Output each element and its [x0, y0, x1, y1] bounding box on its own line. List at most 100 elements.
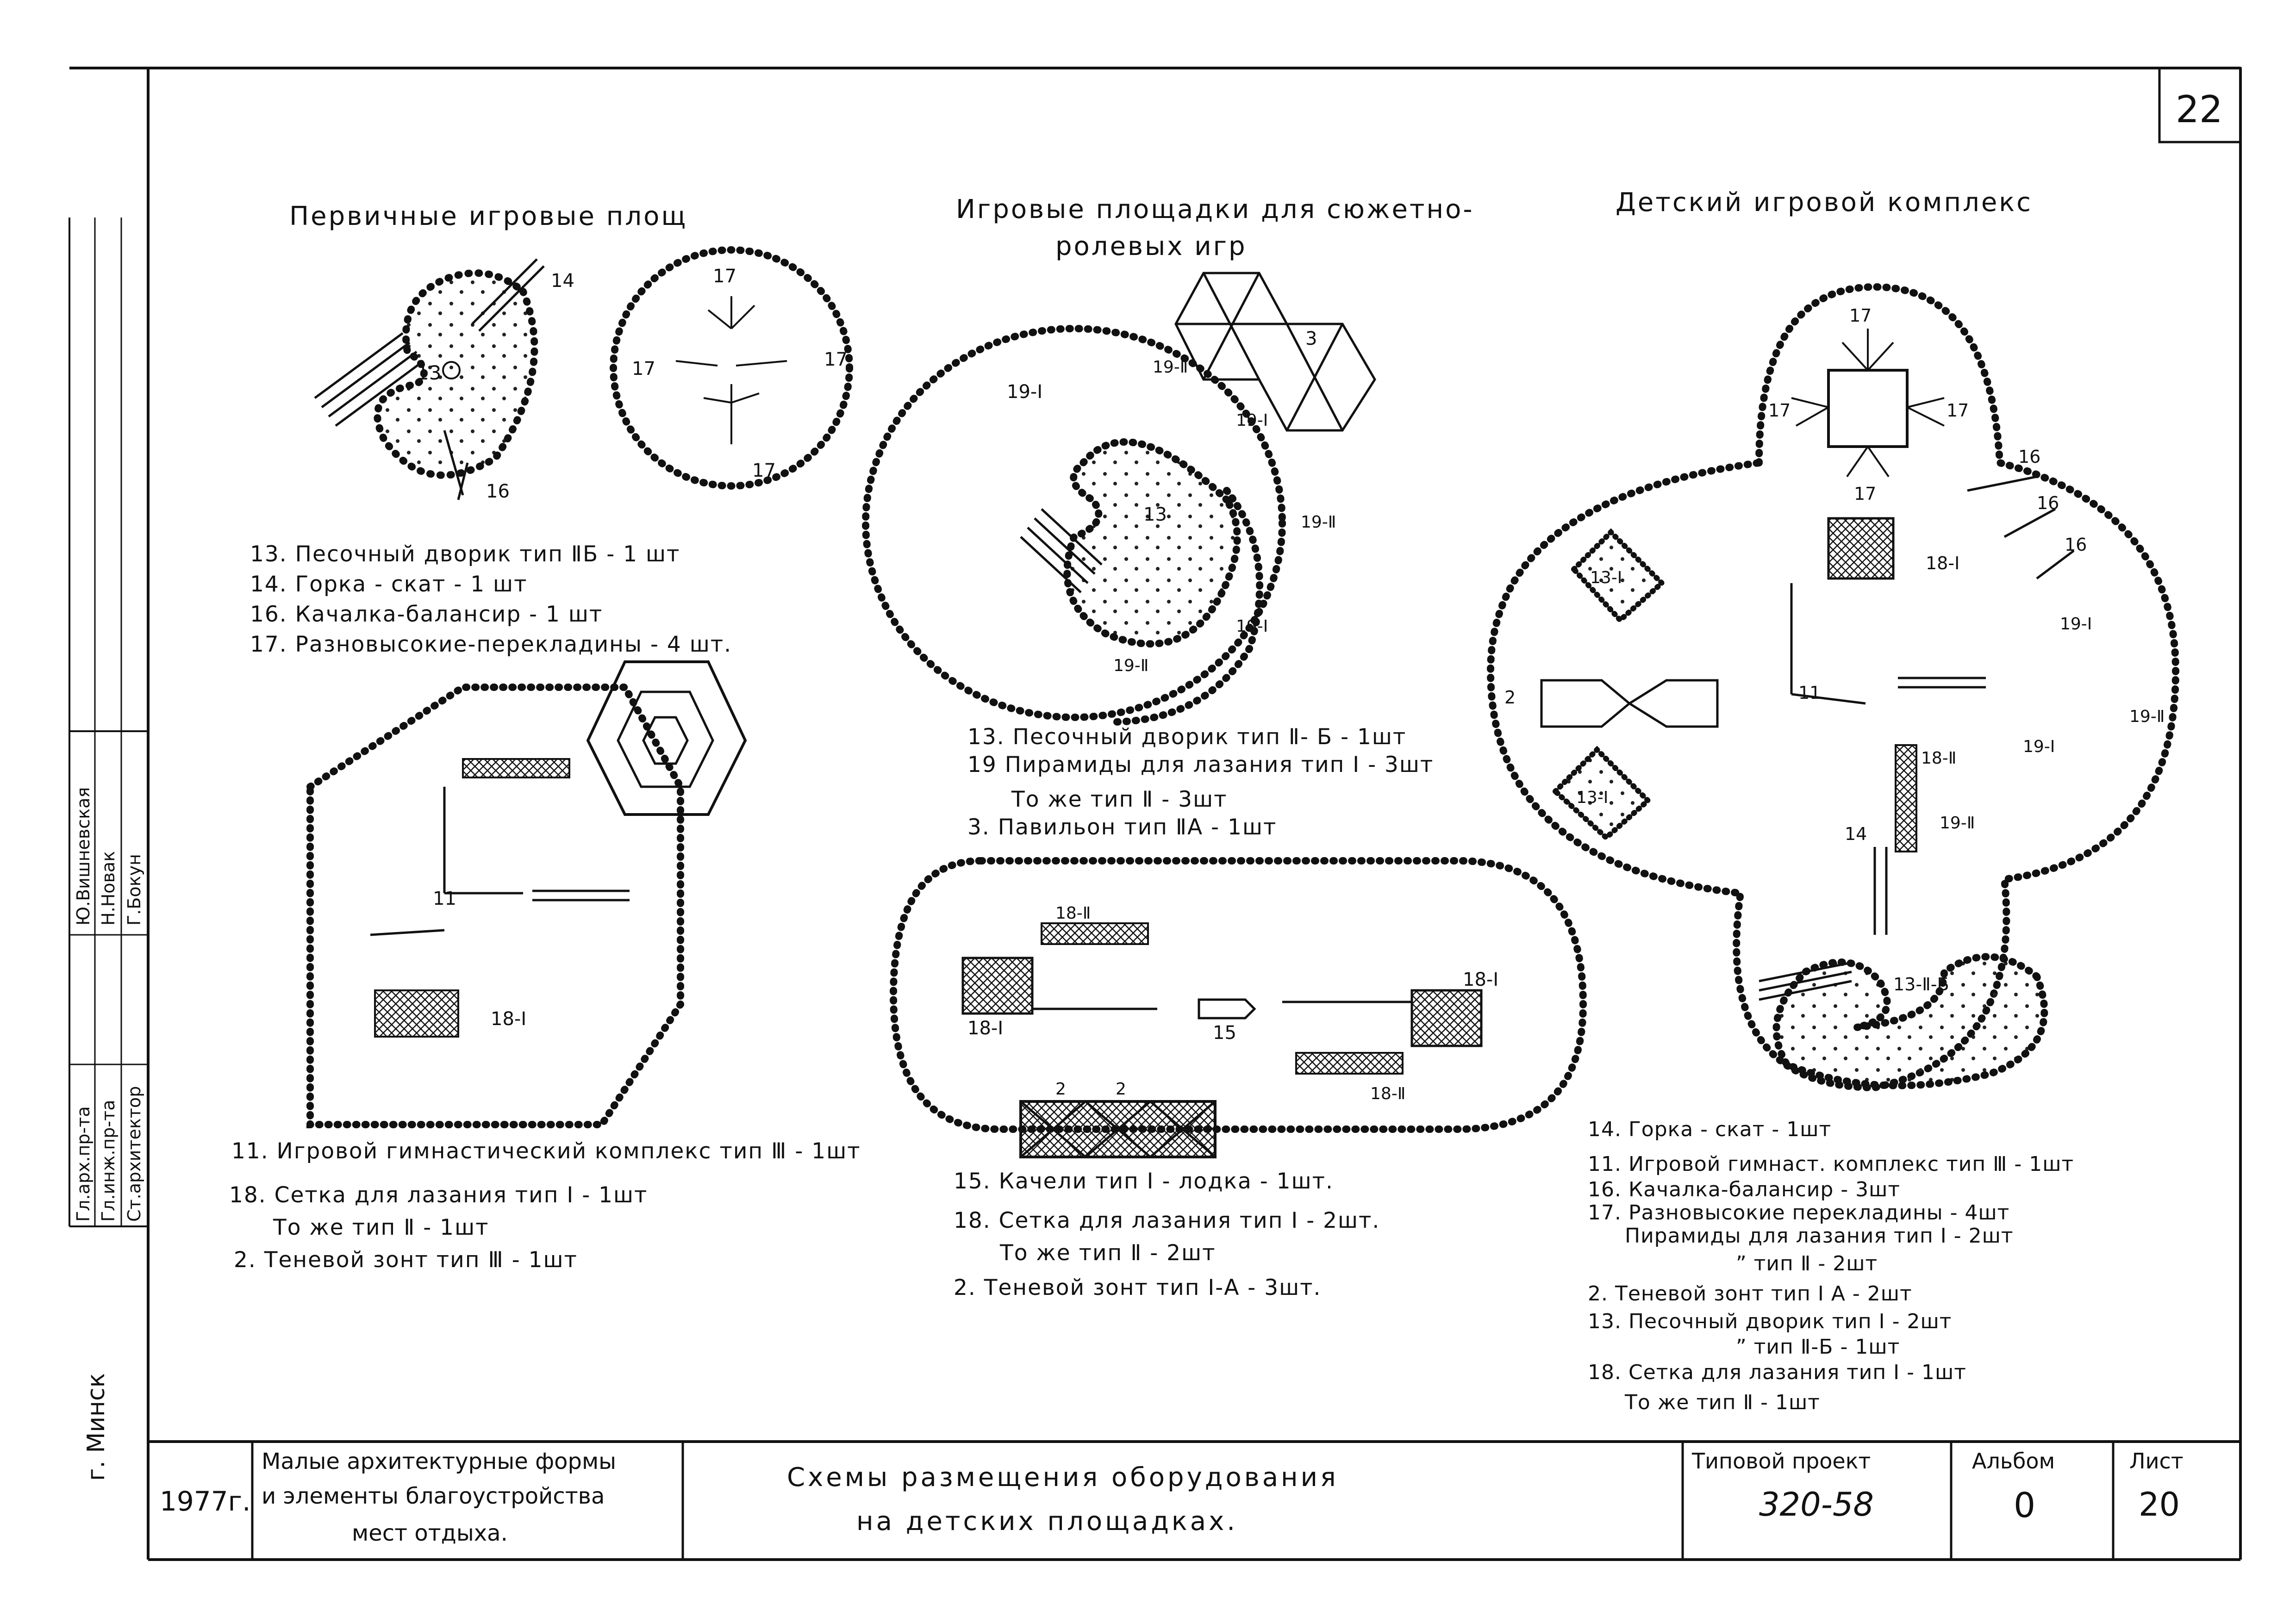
stamp-subject-2: и элементы благоустройства [262, 1483, 605, 1509]
legend-item: ” тип Ⅱ-Б - 1шт [1736, 1335, 1900, 1359]
title-primary: Первичные игровые площ [289, 201, 688, 231]
label-13-1-a: 13-I [1590, 568, 1622, 587]
stamp-title-2: на детских площадках. [856, 1506, 1238, 1536]
label-17-top: 17 [713, 266, 736, 287]
stamp-sheet-label: Лист [2129, 1449, 2184, 1474]
stamp-name-2: Н.Новак [98, 851, 119, 926]
label-18-1-a: 18-I [967, 1018, 1003, 1039]
sandbox-diagram-1: 13 14 16 [314, 258, 574, 502]
stamp-subject-1: Малые архитектурные формы [262, 1449, 617, 1474]
label-11-c: 11 [1798, 683, 1821, 703]
legend-item: 14. Горка - скат - 1 шт [250, 572, 528, 597]
stamp-signer-1: Гл.арх.пр-та [73, 1106, 94, 1222]
stamp-project-label: Типовой проект [1692, 1449, 1871, 1474]
label-15: 15 [1213, 1022, 1236, 1044]
role-play-diagram: 3 13 19-I 19-Ⅱ 19-I 19-Ⅱ 19-I 19-Ⅱ [862, 272, 1376, 726]
stamp-subject-3: мест отдыха. [352, 1520, 508, 1546]
label-19-2-d: 19-Ⅱ [2129, 707, 2165, 726]
label-16-b: 16 [2037, 493, 2059, 513]
title-role-line2: ролевых игр [1055, 231, 1247, 261]
label-17-c-left: 17 [1768, 400, 1791, 421]
label-11: 11 [433, 888, 456, 909]
label-19-1-c: 19-I [1236, 617, 1268, 636]
legend-item: 18. Сетка для лазания тип I - 1шт [229, 1182, 648, 1208]
label-17-bottom: 17 [752, 460, 776, 481]
legend-item: 17. Разновысокие-перекладины - 4 шт. [250, 632, 732, 657]
label-14-c: 14 [1845, 824, 1867, 844]
hexagon-gym-diagram: 11 18-I [306, 660, 747, 1128]
legend-item: 3. Павильон тип ⅡА - 1шт [967, 815, 1277, 840]
label-18-1-b: 18-I [1463, 969, 1498, 990]
legend-item: 14. Горка - скат - 1шт [1588, 1118, 1832, 1141]
stamp-city: г. Минск [82, 1373, 110, 1481]
label-18-2-c: 18-Ⅱ [1921, 749, 1957, 768]
label-2-a: 2 [1055, 1080, 1066, 1099]
label-13-role: 13 [1143, 504, 1167, 525]
legend-item: 17. Разновысокие перекладины - 4шт [1588, 1201, 2010, 1225]
legend-item: 13. Песочный дворик тип ⅡБ - 1 шт [250, 541, 680, 567]
legend-item: ” тип Ⅱ - 2шт [1736, 1252, 1878, 1275]
label-13: 13 [417, 361, 441, 384]
label-19-1-e: 19-I [2023, 737, 2055, 756]
label-2-c: 2 [1504, 687, 1516, 708]
label-19-1-d: 19-I [2060, 615, 2092, 634]
label-13-2b: 13-Ⅱ-Б [1893, 974, 1949, 995]
stamp-signer-2: Гл.инж.пр-та [98, 1100, 119, 1222]
stamp-project-value: 320-58 [1759, 1486, 1874, 1524]
stamp-year: 1977г. [160, 1486, 251, 1517]
label-19-2-e: 19-Ⅱ [1940, 814, 1975, 833]
title-role-line1: Игровые площадки для сюжетно- [956, 194, 1474, 224]
sheet-number: 22 [2176, 88, 2223, 131]
legend-item: 2. Теневой зонт тип Ⅲ - 1шт [234, 1247, 578, 1273]
label-19-1-b: 19-I [1236, 411, 1268, 430]
label-19-1-a: 19-I [1007, 381, 1042, 403]
label-18-2-a: 18-Ⅱ [1055, 904, 1091, 923]
legend-item: 16. Качалка-балансир - 1 шт [250, 602, 603, 627]
legend-item: 11. Игровой гимнастический комплекс тип … [231, 1138, 861, 1164]
legend-item: То же тип Ⅱ - 1шт [273, 1215, 489, 1240]
legend-item: То же тип Ⅱ - 1шт [1625, 1391, 1820, 1414]
legend-item: То же тип Ⅱ - 2шт [1000, 1240, 1216, 1266]
legend-item: 18. Сетка для лазания тип I - 1шт [1588, 1361, 1966, 1384]
label-18-1: 18-I [491, 1008, 526, 1030]
stamp-name-3: Г.Бокун [124, 854, 144, 926]
sheet-frame [69, 67, 2242, 1561]
complex-diagram: 17 17 17 17 13-I 13-I 2 18-I 18-Ⅱ 11 14 … [1486, 283, 2180, 1092]
label-19-2-b: 19-Ⅱ [1301, 513, 1336, 532]
legend-item: 13. Песочный дворик тип Ⅱ- Б - 1шт [967, 724, 1407, 750]
label-17-right: 17 [824, 349, 848, 370]
label-16: 16 [486, 481, 510, 502]
stamp-title-1: Схемы размещения оборудования [787, 1462, 1339, 1492]
title-complex: Детский игровой комплекс [1616, 187, 2033, 218]
legend-item: 2. Теневой зонт тип I А - 2шт [1588, 1282, 1912, 1306]
label-17-left: 17 [632, 358, 655, 379]
label-18-2-b: 18-Ⅱ [1370, 1084, 1406, 1103]
legend-item: 2. Теневой зонт тип I-А - 3шт. [954, 1275, 1322, 1300]
stamp-album-label: Альбом [1972, 1449, 2055, 1474]
legend-item: 19 Пирамиды для лазания тип I - 3шт [967, 752, 1434, 777]
label-3: 3 [1305, 328, 1317, 349]
bars-circle-diagram: 17 17 17 17 [610, 246, 853, 490]
legend-item: То же тип Ⅱ - 3шт [1011, 787, 1228, 812]
label-19-2-c: 19-Ⅱ [1113, 656, 1149, 675]
label-2-b: 2 [1116, 1080, 1126, 1099]
label-14: 14 [551, 270, 574, 292]
label-13-1-b: 13-I [1576, 788, 1608, 807]
stamp-signer-3: Ст.архитектор [124, 1086, 144, 1222]
stamp-sheet-value: 20 [2139, 1486, 2180, 1524]
legend-item: 18. Сетка для лазания тип I - 2шт. [954, 1208, 1380, 1233]
legend-item: 15. Качели тип I - лодка - 1шт. [954, 1169, 1334, 1194]
boat-swing-diagram: 18-Ⅱ 18-I 18-I 18-Ⅱ 15 2 2 [889, 857, 1587, 1158]
label-17-c-right: 17 [1947, 400, 1969, 421]
label-16-a: 16 [2018, 447, 2040, 467]
legend-item: 11. Игровой гимнаст. комплекс тип Ⅲ - 1ш… [1588, 1152, 2074, 1176]
legend-item: 13. Песочный дворик тип I - 2шт [1588, 1310, 1952, 1333]
stamp-name-1: Ю.Вишневская [73, 787, 94, 926]
label-17-c-bottom: 17 [1854, 484, 1876, 504]
label-16-c: 16 [2065, 535, 2087, 555]
label-19-2-a: 19-Ⅱ [1153, 358, 1188, 377]
label-18-1-c: 18-I [1926, 553, 1959, 573]
legend-item: Пирамиды для лазания тип I - 2шт [1625, 1224, 2014, 1248]
legend-item: 16. Качалка-балансир - 3шт [1588, 1178, 1901, 1201]
